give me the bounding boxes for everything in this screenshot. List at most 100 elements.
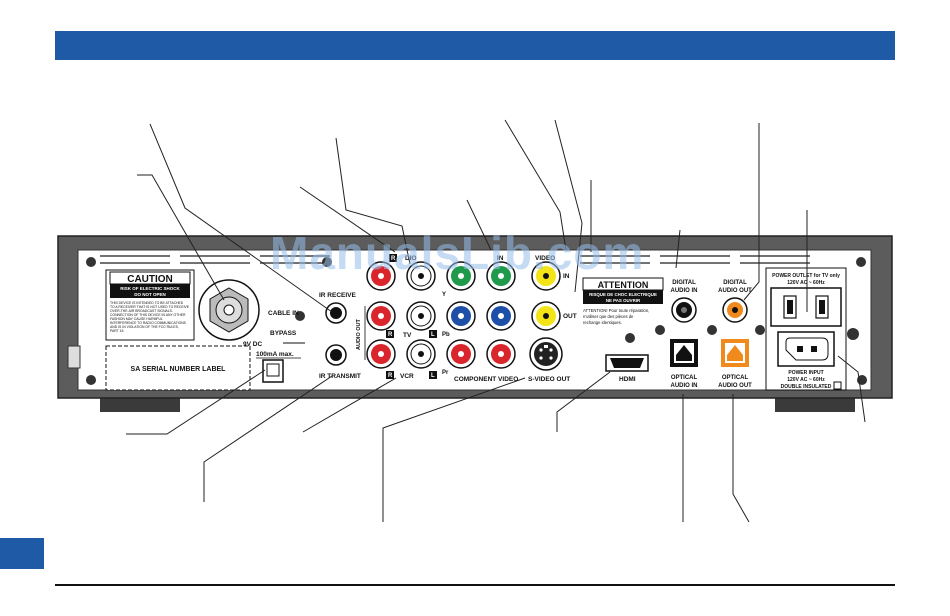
bypass-label: BYPASS bbox=[270, 330, 297, 337]
l-mark-tv-text: L bbox=[431, 332, 435, 338]
video-out-side-label: OUT bbox=[563, 313, 577, 320]
attention-title: ATTENTION bbox=[598, 280, 649, 290]
audio-l-top bbox=[406, 261, 436, 291]
caution-body-5: INTERFERENCE TO RADIO COMMUNICATIONS bbox=[110, 321, 187, 325]
component-in-pr bbox=[446, 339, 476, 369]
r-mark-vcr-text: R bbox=[388, 373, 393, 379]
audio-out-label: AUDIO OUT bbox=[356, 319, 362, 351]
ma-label: 100mA max. bbox=[256, 351, 294, 358]
power-input-label-3: DOUBLE INSULATED bbox=[781, 384, 832, 390]
serial-label-box bbox=[105, 345, 251, 391]
ir-transmit-jack bbox=[325, 344, 347, 366]
digital-audio-in-label-1: DIGITAL bbox=[672, 280, 696, 286]
caution-label: CAUTION RISK OF ELECTRIC SHOCK DO NOT OP… bbox=[105, 269, 195, 341]
serial-label-text: SA SERIAL NUMBER LABEL bbox=[131, 366, 227, 373]
svideo-out-label: S-VIDEO OUT bbox=[528, 376, 570, 383]
hdmi-label: HDMI bbox=[619, 376, 636, 383]
screws bbox=[86, 257, 867, 385]
power-input-socket bbox=[777, 331, 835, 367]
svideo-out-jack bbox=[529, 337, 563, 371]
tv-label: TV bbox=[403, 332, 412, 339]
component-video-label: COMPONENT VIDEO bbox=[454, 376, 518, 383]
power-input-label-1: POWER INPUT bbox=[788, 370, 823, 376]
r-mark-top-text: R bbox=[391, 256, 396, 262]
attention-label: ATTENTION RISQUE DE CHOC ELECTRIQUE NE P… bbox=[582, 277, 664, 325]
audio-l-tv bbox=[406, 301, 436, 331]
double-insulated-mark bbox=[833, 381, 842, 390]
side-clip bbox=[67, 345, 81, 369]
audio-r-top bbox=[366, 261, 396, 291]
attention-body3: rechange identiques. bbox=[583, 320, 622, 325]
caution-body-3: CONNECTION OF THIS DEVICE IN ANY OTHER bbox=[110, 313, 186, 317]
r-mark-tv-text: R bbox=[388, 332, 393, 338]
caution-body-4: FASHION MAY CAUSE HARMFUL bbox=[110, 317, 163, 321]
vent-slots bbox=[100, 255, 810, 264]
power-outlet bbox=[770, 287, 842, 327]
video-in-jack bbox=[531, 261, 561, 291]
watermark: ManualsLib.com bbox=[270, 227, 645, 279]
callout-lines bbox=[126, 119, 866, 523]
attention-body2: n'utiliser que des pièces de bbox=[583, 314, 634, 319]
video-in-side-label: IN bbox=[563, 273, 570, 280]
l-mark-tv bbox=[429, 330, 437, 338]
video-label: VIDEO bbox=[535, 255, 555, 262]
audio-top-label: DIO bbox=[405, 255, 417, 262]
caution-title: CAUTION bbox=[127, 274, 173, 285]
ir-receive-label: IR RECEIVE bbox=[319, 292, 357, 299]
component-in-y bbox=[446, 261, 476, 291]
caution-body-7: PART 15. bbox=[110, 329, 124, 333]
bypass-port-inner bbox=[266, 363, 280, 377]
audio-r-tv bbox=[366, 301, 396, 331]
attention-line1: RISQUE DE CHOC ELECTRIQUE bbox=[589, 292, 657, 297]
power-outlet-label-1: POWER OUTLET for TV only bbox=[772, 273, 840, 279]
ir-transmit-label: IR TRANSMIT bbox=[319, 373, 361, 380]
audio-l-vcr bbox=[406, 339, 436, 369]
l-mark-vcr bbox=[429, 371, 437, 379]
header-bar bbox=[55, 31, 895, 60]
y-label: Y bbox=[442, 292, 446, 298]
component-out-pr bbox=[486, 339, 516, 369]
caution-line2: DO NOT OPEN bbox=[134, 292, 166, 297]
digital-audio-in-label-2: AUDIO IN bbox=[671, 288, 698, 294]
optical-audio-out-port bbox=[721, 339, 749, 367]
r-mark-top bbox=[389, 254, 397, 262]
l-mark-vcr-text: L bbox=[431, 373, 435, 379]
cable-in-label: CABLE IN bbox=[268, 310, 299, 317]
caution-line1: RISK OF ELECTRIC SHOCK bbox=[120, 286, 180, 291]
pb-label: Pb bbox=[442, 332, 450, 338]
digital-audio-in-jack bbox=[671, 297, 697, 323]
footer-rule bbox=[55, 584, 895, 586]
dc-label: 9V DC bbox=[243, 341, 262, 348]
component-out-y bbox=[486, 261, 516, 291]
side-tab bbox=[0, 538, 44, 569]
optical-audio-out-label-1: OPTICAL bbox=[722, 375, 749, 381]
r-mark-tv bbox=[386, 330, 394, 338]
attention-line2: NE PAS OUVRIR bbox=[606, 298, 641, 303]
hdmi-port bbox=[605, 354, 649, 372]
cable-in-connector bbox=[198, 279, 260, 341]
optical-audio-in-port bbox=[670, 339, 698, 367]
rca-jacks bbox=[366, 261, 561, 369]
power-outlet-label-2: 120V AC ~ 60Hz bbox=[787, 280, 825, 286]
caution-body-6: AND IS IN VIOLATION OF THE FCC RULES, bbox=[110, 325, 179, 329]
r-mark-vcr bbox=[386, 371, 394, 379]
component-in-label: IN bbox=[497, 255, 504, 262]
vcr-label: VCR bbox=[400, 373, 414, 380]
digital-audio-out-label-1: DIGITAL bbox=[723, 280, 747, 286]
caution-body-1: TO A RECEIVER THAT IS NOT USED TO RECEIV… bbox=[110, 305, 190, 309]
optical-audio-in-label-2: AUDIO IN bbox=[671, 383, 698, 389]
digital-audio-out-jack bbox=[722, 297, 748, 323]
optical-audio-out-label-2: AUDIO OUT bbox=[718, 383, 752, 389]
caution-body-2: OVER-THE-AIR BROADCAST SIGNALS. bbox=[110, 309, 173, 313]
digital-audio-out-label-2: AUDIO OUT bbox=[718, 288, 752, 294]
audio-r-vcr bbox=[366, 339, 396, 369]
optical-audio-in-label-1: OPTICAL bbox=[671, 375, 698, 381]
pr-label: Pr bbox=[442, 370, 449, 376]
component-in-pb bbox=[446, 301, 476, 331]
attention-body1: ATTENTION! Pour toute réparation, bbox=[583, 308, 649, 313]
ir-receive-jack bbox=[325, 302, 347, 324]
video-out-jack bbox=[531, 301, 561, 331]
caution-body-0: THIS DEVICE IS INTENDED TO BE ATTACHED bbox=[110, 301, 184, 305]
component-out-pb bbox=[486, 301, 516, 331]
